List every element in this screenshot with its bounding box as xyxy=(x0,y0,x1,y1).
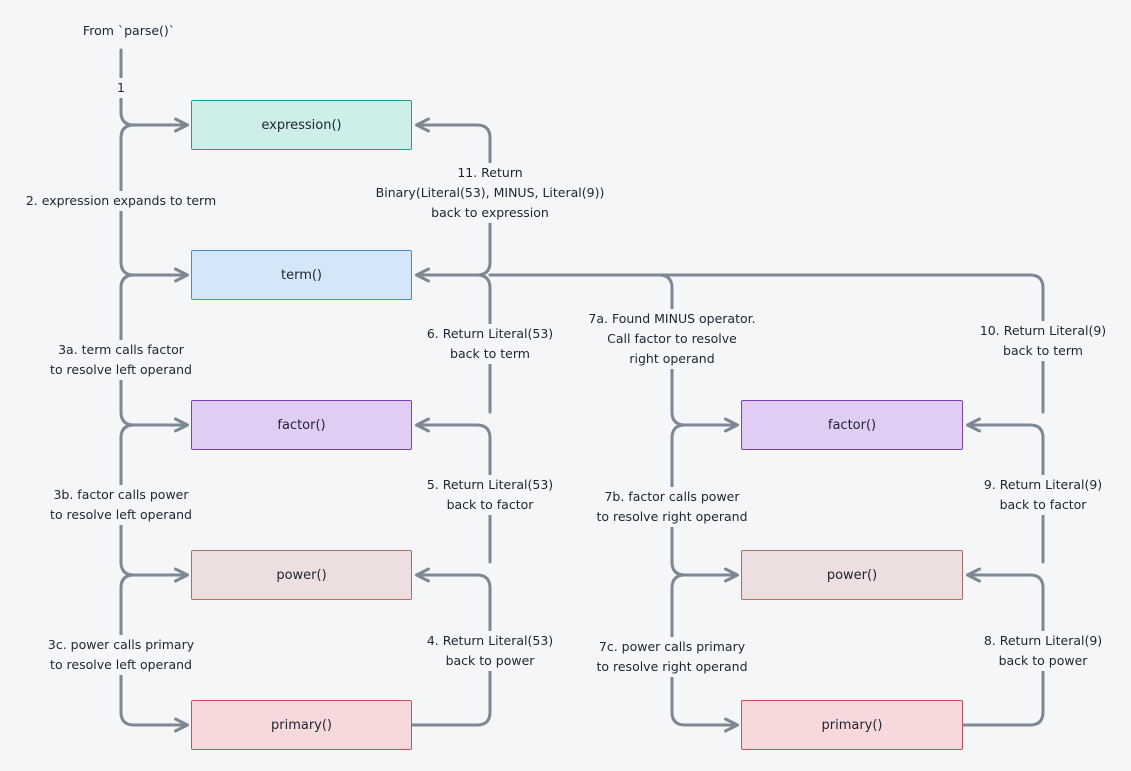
power-right-node: power() xyxy=(741,550,963,600)
label-step-1: 1 xyxy=(114,78,128,98)
expression-node: expression() xyxy=(191,100,412,150)
label-step-6: 6. Return Literal(53)back to term xyxy=(423,324,557,364)
wire-step-10 xyxy=(498,273,1045,414)
label-entry: From `parse()` xyxy=(79,21,179,41)
wire-entry xyxy=(119,48,189,133)
label-step-8: 8. Return Literal(9)back to power xyxy=(980,631,1106,671)
label-step-7a: 7a. Found MINUS operator.Call factor to … xyxy=(585,309,759,369)
factor-left-node: factor() xyxy=(191,400,412,450)
primary-right-node: primary() xyxy=(741,700,963,750)
wire-step-5 xyxy=(415,417,492,564)
wire-step-11 xyxy=(415,117,492,277)
label-step-10: 10. Return Literal(9)back to term xyxy=(976,321,1110,361)
wire-step-9 xyxy=(966,417,1045,564)
label-step-9: 9. Return Literal(9)back to factor xyxy=(980,475,1106,515)
power-left-node: power() xyxy=(191,550,412,600)
label-step-5: 5. Return Literal(53)back to factor xyxy=(423,475,557,515)
label-step-4: 4. Return Literal(53)back to power xyxy=(423,631,557,671)
factor-right-node: factor() xyxy=(741,400,963,450)
wire-step-7a xyxy=(488,273,739,433)
wire-step-3c xyxy=(119,573,186,725)
term-node: term() xyxy=(191,250,412,300)
label-step-2: 2. expression expands to term xyxy=(22,191,220,211)
primary-left-node: primary() xyxy=(191,700,412,750)
wire-step-7c xyxy=(670,573,736,725)
